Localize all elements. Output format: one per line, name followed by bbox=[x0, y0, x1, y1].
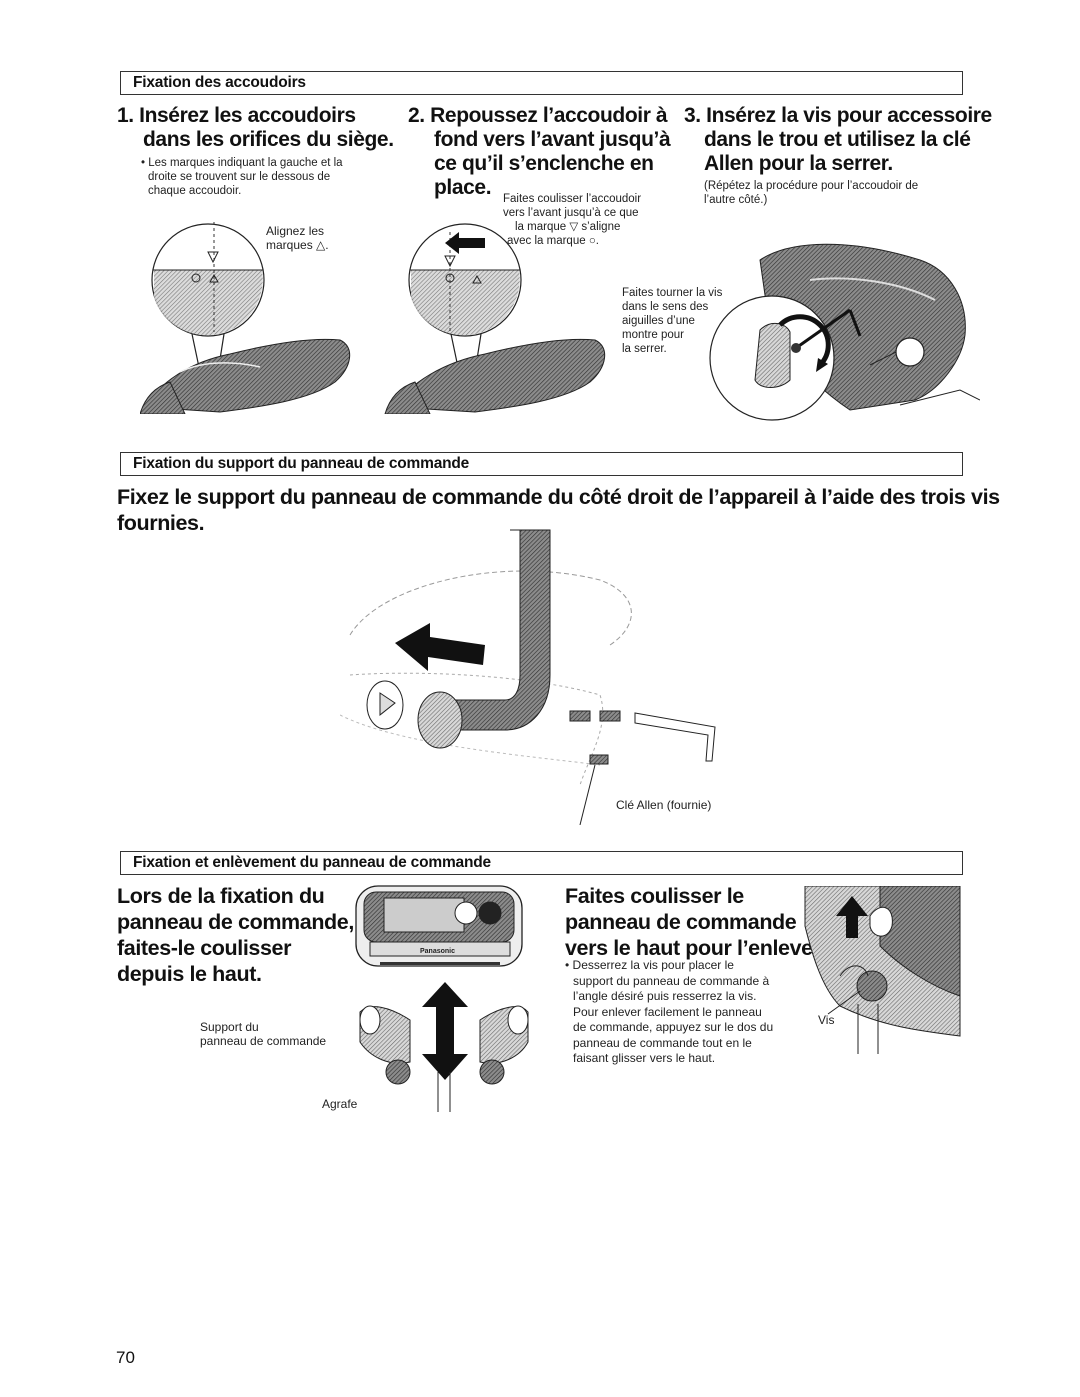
double-arrow-icon bbox=[422, 982, 468, 1080]
page-number: 70 bbox=[116, 1348, 135, 1367]
triangle-down-icon bbox=[444, 255, 456, 268]
arrow-left-icon bbox=[445, 232, 485, 254]
section-title: Fixation et enlèvement du panneau de com… bbox=[133, 854, 491, 871]
panel-support-figure bbox=[340, 529, 716, 825]
step2-figure bbox=[384, 223, 605, 414]
step3-title: 3. Insérez la vis pour accessoire dans l… bbox=[684, 104, 992, 175]
support-label: Support du panneau de commande bbox=[200, 1020, 327, 1048]
step1-callout: Alignez les marques △. bbox=[266, 224, 329, 252]
attach-heading: Lors de la fixation du panneau de comman… bbox=[117, 884, 354, 986]
rotate-arrow-icon bbox=[816, 358, 828, 372]
step3-callout: Faites tourner la vis dans le sens des a… bbox=[622, 287, 723, 355]
clip-label: Agrafe bbox=[322, 1097, 358, 1111]
step3-figure bbox=[709, 243, 980, 421]
arrow-up-icon bbox=[836, 896, 868, 938]
section-title: Fixation des accoudoirs bbox=[133, 74, 306, 91]
arrow-left-icon bbox=[395, 623, 485, 671]
control-panel-figure bbox=[355, 885, 529, 1112]
triangle-up-icon bbox=[472, 274, 482, 284]
triangle-up-icon bbox=[209, 273, 219, 283]
step1-note: • Les marques indiquant la gauche et la … bbox=[141, 157, 343, 197]
step2-note: Faites coulisser l’accoudoir vers l’avan… bbox=[503, 193, 642, 247]
panel-brand: Panasonic bbox=[420, 948, 456, 955]
remove-panel-figure bbox=[804, 886, 961, 1054]
step1-title: 1. Insérez les accoudoirs dans les orifi… bbox=[117, 104, 394, 151]
step2-title: 2. Repoussez l’accoudoir à fond vers l’a… bbox=[408, 104, 671, 199]
section-bar-panel-support: Fixation du support du panneau de comman… bbox=[120, 452, 963, 476]
triangle-down-icon bbox=[207, 251, 219, 264]
step3-note: (Répétez la procédure pour l’accoudoir d… bbox=[704, 180, 919, 206]
remove-note: • Desserrez la vis pour placer le suppor… bbox=[565, 958, 774, 1065]
section-bar-panel-attach: Fixation et enlèvement du panneau de com… bbox=[120, 851, 963, 875]
allen-key-callout: Clé Allen (fournie) bbox=[616, 798, 712, 812]
section-title: Fixation du support du panneau de comman… bbox=[133, 455, 470, 472]
remove-heading: Faites coulisser le panneau de commande … bbox=[565, 884, 826, 960]
step1-figure bbox=[140, 222, 350, 414]
section2-heading: Fixez le support du panneau de commande … bbox=[117, 485, 1000, 535]
section-bar-armrests: Fixation des accoudoirs bbox=[120, 71, 963, 95]
screw-label: Vis bbox=[818, 1013, 835, 1027]
